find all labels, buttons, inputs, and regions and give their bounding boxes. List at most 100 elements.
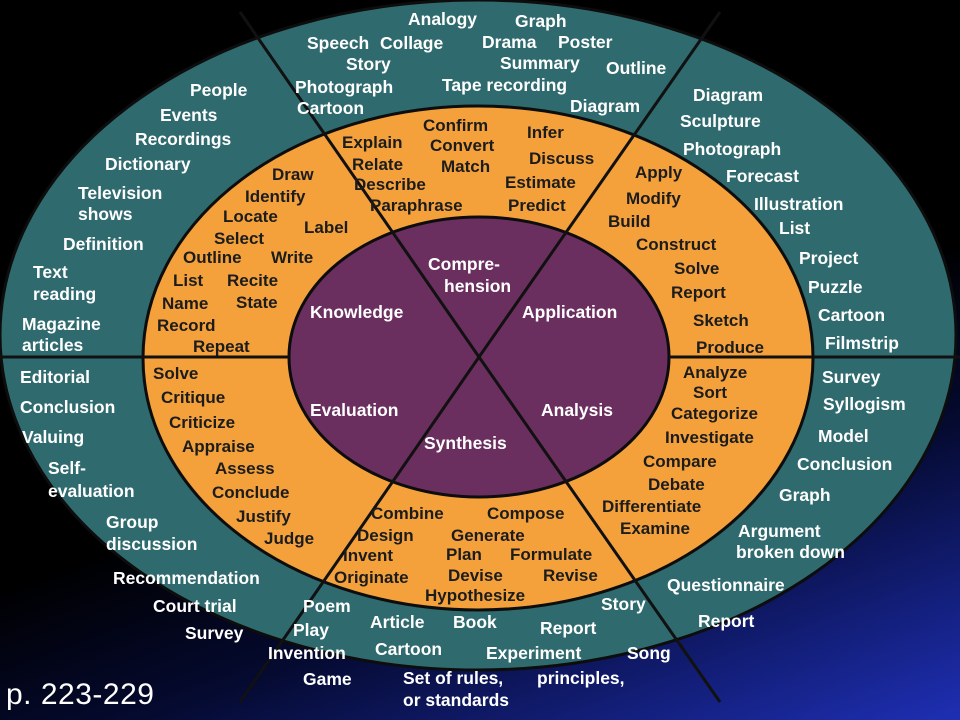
product-analysis: Conclusion: [797, 454, 892, 474]
verb-application: Report: [671, 283, 726, 302]
verb-comprehension: Estimate: [505, 173, 576, 192]
product-comprehension: Collage: [380, 33, 443, 53]
product-analysis: Graph: [779, 485, 831, 505]
product-comprehension: Outline: [606, 58, 667, 78]
product-comprehension: Cartoon: [297, 98, 364, 118]
product-evaluation: Court trial: [153, 596, 237, 616]
product-analysis: Syllogism: [823, 394, 906, 414]
product-knowledge: reading: [33, 284, 96, 304]
verb-evaluation: Solve: [153, 364, 198, 383]
verb-analysis: Compare: [643, 452, 717, 471]
verb-analysis: Differentiate: [602, 497, 701, 516]
product-comprehension: Graph: [515, 11, 567, 31]
verb-analysis: Sort: [693, 383, 727, 402]
product-comprehension: Analogy: [408, 9, 477, 29]
verb-comprehension: Convert: [430, 136, 495, 155]
verb-evaluation: Critique: [161, 388, 225, 407]
product-comprehension: Speech: [307, 33, 369, 53]
verb-comprehension: Relate: [352, 155, 403, 174]
product-evaluation: Self-: [48, 458, 86, 478]
product-application: Project: [799, 248, 858, 268]
verb-comprehension: Infer: [527, 123, 564, 142]
product-application: Sculpture: [680, 111, 761, 131]
product-knowledge: People: [190, 80, 248, 100]
verb-synthesis: Generate: [451, 526, 525, 545]
verb-knowledge: List: [173, 271, 204, 290]
divider-diag-top-left: [238, 11, 481, 358]
product-comprehension: Photograph: [295, 77, 393, 97]
product-evaluation: discussion: [106, 534, 197, 554]
verb-knowledge: Draw: [272, 165, 314, 184]
verb-analysis: Debate: [648, 475, 705, 494]
product-application: Puzzle: [808, 277, 863, 297]
verb-comprehension: Paraphrase: [370, 196, 463, 215]
product-application: Illustration: [754, 194, 843, 214]
product-synthesis: Cartoon: [375, 639, 442, 659]
verb-comprehension: Confirm: [423, 116, 488, 135]
product-synthesis: or standards: [403, 690, 509, 710]
verb-evaluation: Judge: [264, 529, 314, 548]
product-application: Diagram: [693, 85, 763, 105]
product-knowledge: Dictionary: [105, 154, 191, 174]
verb-knowledge: Identify: [245, 187, 306, 206]
product-synthesis: Book: [453, 612, 497, 632]
product-application: Cartoon: [818, 305, 885, 325]
divider-diag-bottom-right: [477, 356, 722, 703]
product-knowledge: articles: [22, 335, 84, 355]
verb-knowledge: Record: [157, 316, 216, 335]
product-application: List: [779, 218, 810, 238]
verb-synthesis: Devise: [448, 566, 503, 585]
verb-knowledge: Name: [162, 294, 208, 313]
verb-analysis: Categorize: [671, 404, 758, 423]
product-synthesis: Experiment: [486, 643, 581, 663]
verb-synthesis: Revise: [543, 566, 598, 585]
product-knowledge: Events: [160, 105, 218, 125]
product-evaluation: Recommendation: [113, 568, 260, 588]
verb-comprehension: Match: [441, 157, 490, 176]
product-evaluation: evaluation: [48, 481, 135, 501]
verb-synthesis: Hypothesize: [425, 586, 525, 605]
category-application: Application: [522, 302, 617, 322]
category-knowledge: Knowledge: [310, 302, 404, 322]
divider-diag-top-right: [477, 11, 722, 358]
verb-application: Modify: [626, 189, 681, 208]
verb-knowledge: Repeat: [193, 337, 250, 356]
verb-knowledge: State: [236, 293, 278, 312]
verb-synthesis: Design: [357, 526, 414, 545]
verb-comprehension: Predict: [508, 196, 566, 215]
product-synthesis: Article: [370, 612, 425, 632]
product-evaluation: Group: [106, 512, 159, 532]
verb-application: Construct: [636, 235, 717, 254]
verb-knowledge: Locate: [223, 207, 278, 226]
divider-diag-bottom-left: [238, 356, 481, 703]
product-comprehension: Story: [346, 54, 391, 74]
verb-comprehension: Explain: [342, 133, 402, 152]
verb-knowledge: Select: [214, 229, 264, 248]
product-comprehension: Drama: [482, 32, 537, 52]
product-application: Forecast: [726, 166, 799, 186]
product-synthesis: Set of rules,: [403, 668, 503, 688]
verb-evaluation: Appraise: [182, 437, 255, 456]
verb-application: Build: [608, 212, 651, 231]
page-reference: p. 223-229: [6, 678, 155, 711]
product-synthesis: Invention: [268, 643, 346, 663]
verb-synthesis: Invent: [343, 546, 393, 565]
verb-synthesis: Formulate: [510, 545, 592, 564]
product-synthesis: Poem: [303, 596, 351, 616]
category-comprehension-line2: hension: [444, 276, 511, 296]
verb-comprehension: Describe: [354, 175, 426, 194]
verb-synthesis: Plan: [446, 545, 482, 564]
category-evaluation: Evaluation: [310, 400, 399, 420]
product-analysis: broken down: [736, 542, 845, 562]
verb-synthesis: Combine: [371, 504, 444, 523]
product-analysis: Model: [818, 426, 869, 446]
product-knowledge: Magazine: [22, 314, 101, 334]
product-evaluation: Survey: [185, 623, 244, 643]
product-analysis: Survey: [822, 367, 881, 387]
product-comprehension: Summary: [500, 53, 580, 73]
product-application: Filmstrip: [825, 333, 899, 353]
verb-analysis: Examine: [620, 519, 690, 538]
product-analysis: Report: [698, 611, 755, 631]
verb-application: Sketch: [693, 311, 749, 330]
verb-knowledge: Recite: [227, 271, 278, 290]
